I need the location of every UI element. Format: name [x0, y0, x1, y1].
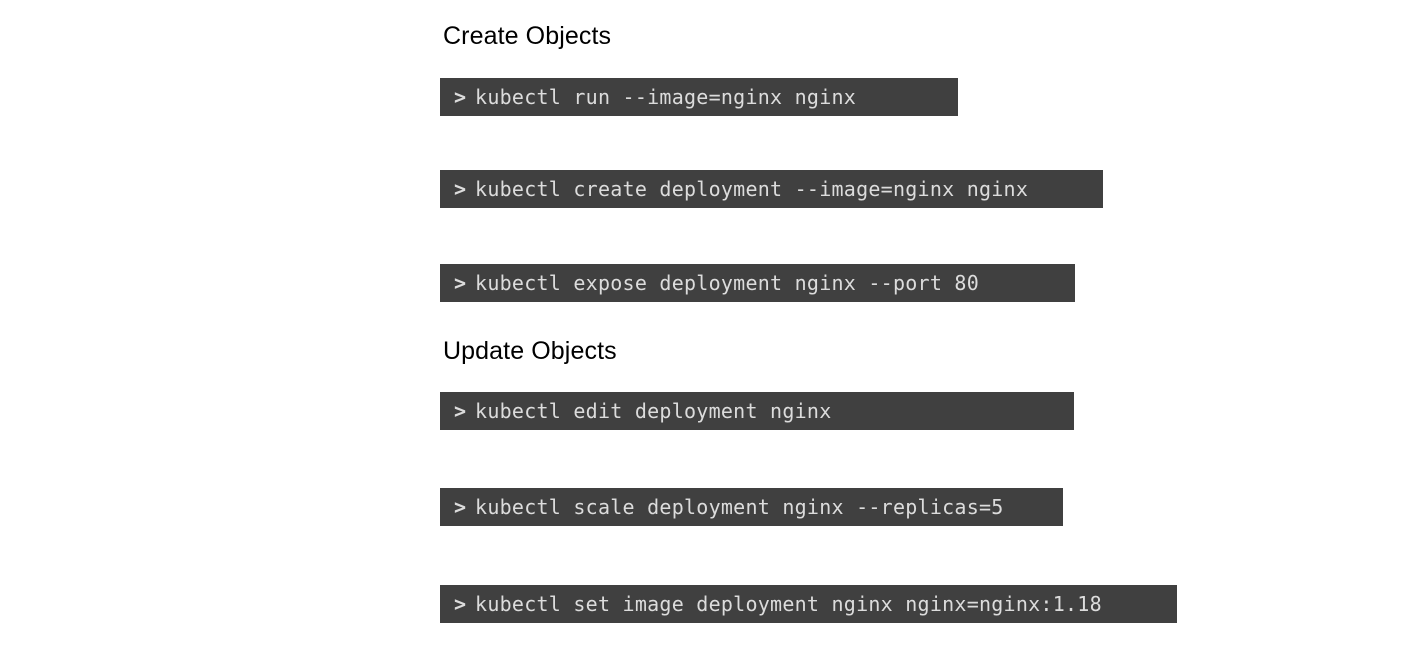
section-heading-update-objects: Update Objects [443, 337, 617, 365]
command-block-kubectl-run[interactable]: > kubectl run --image=nginx nginx [440, 78, 958, 116]
prompt-chevron-icon: > [454, 495, 467, 519]
command-text: kubectl expose deployment nginx --port 8… [475, 271, 979, 295]
command-text: kubectl set image deployment nginx nginx… [475, 592, 1102, 616]
command-block-kubectl-set-image[interactable]: > kubectl set image deployment nginx ngi… [440, 585, 1177, 623]
command-block-kubectl-edit-deployment[interactable]: > kubectl edit deployment nginx [440, 392, 1074, 430]
section-heading-create-objects: Create Objects [443, 22, 612, 50]
command-block-kubectl-scale-deployment[interactable]: > kubectl scale deployment nginx --repli… [440, 488, 1063, 526]
prompt-chevron-icon: > [454, 85, 467, 109]
command-block-kubectl-expose-deployment[interactable]: > kubectl expose deployment nginx --port… [440, 264, 1075, 302]
prompt-chevron-icon: > [454, 592, 467, 616]
prompt-chevron-icon: > [454, 399, 467, 423]
command-block-kubectl-create-deployment[interactable]: > kubectl create deployment --image=ngin… [440, 170, 1103, 208]
prompt-chevron-icon: > [454, 271, 467, 295]
command-text: kubectl edit deployment nginx [475, 399, 832, 423]
command-text: kubectl run --image=nginx nginx [475, 85, 857, 109]
command-text: kubectl scale deployment nginx --replica… [475, 495, 1004, 519]
prompt-chevron-icon: > [454, 177, 467, 201]
command-text: kubectl create deployment --image=nginx … [475, 177, 1029, 201]
